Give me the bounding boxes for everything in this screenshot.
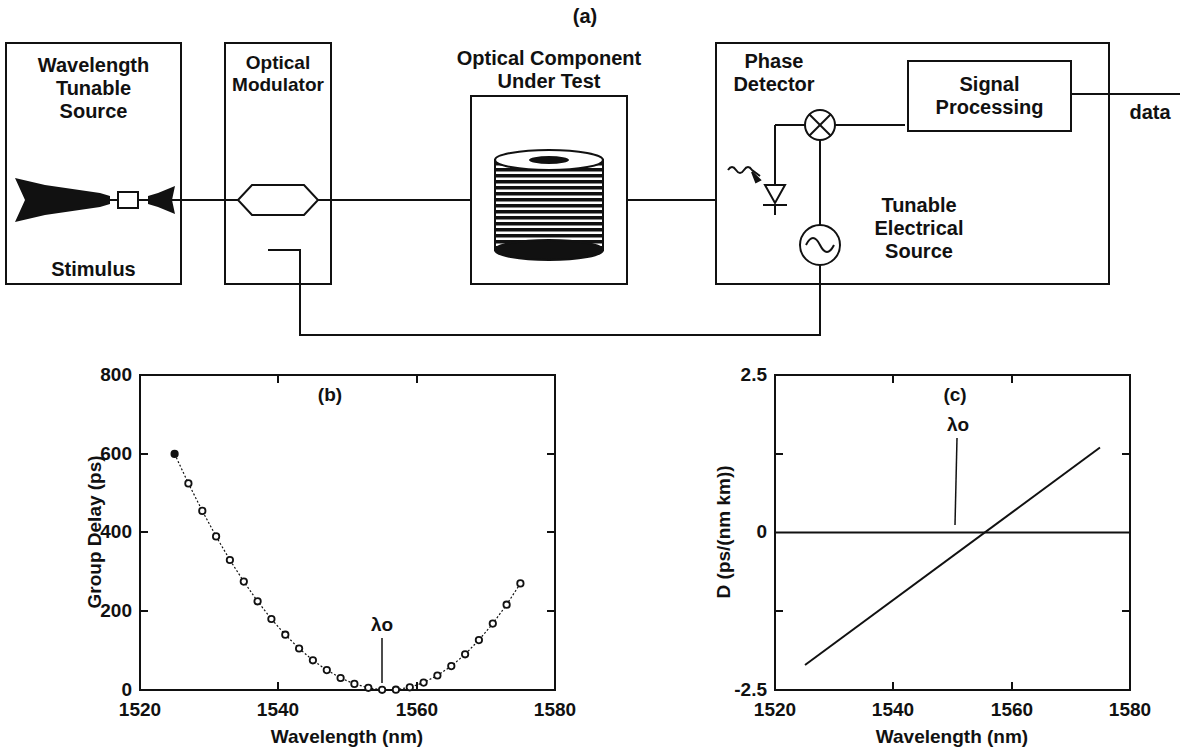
instrument-box: Optical Component Under Test [470,95,628,285]
chart-label: 1580 [1109,699,1151,721]
chart-label: D (ps/(nm km)) [712,466,734,599]
chart-c-axes [775,375,1130,690]
chart-label: 1520 [119,699,161,721]
box-subtitle: Tunable Electrical Source [855,194,983,263]
process-box: Signal Processing [907,60,1072,132]
detector-circuit [728,94,1180,285]
chart-label: Group Delay (ps) [84,455,106,608]
box-title: Optical Component Under Test [450,47,648,93]
box-title: Phase Detector [725,50,823,96]
chart-label: -2.5 [734,679,767,701]
instrument-box: Phase DetectorTunable Electrical Source S… [715,42,1110,285]
box-subtitle: Stimulus [7,258,180,281]
chart-b-axes [140,375,555,690]
instrument-box: Wavelength Tunable SourceStimulus [5,42,182,285]
chart-label: (b) [318,384,342,406]
chart-label: 0 [756,521,767,543]
box-title: Wavelength Tunable Source [27,54,160,123]
fiber-connector [628,199,715,201]
chart-label: 800 [100,364,132,386]
chart-label: 0 [121,679,132,701]
chart-label: (a) [573,5,597,28]
chart-label: data [1129,101,1170,124]
chart-label: 1580 [534,699,576,721]
modulator-symbol [224,185,332,287]
chart-label: 1540 [257,699,299,721]
fiber-connector [332,199,470,201]
laser-symbol [15,178,184,222]
box-title: Signal Processing [909,73,1070,119]
chart-label: (c) [943,384,966,406]
chart-label: λo [371,614,393,636]
chart-label: 1520 [754,699,796,721]
fiber-spool [495,150,603,260]
fiber-connector [182,199,224,201]
chart-label: λo [947,414,969,436]
instrument-box: Optical Modulator [224,42,332,285]
chart-b-data [171,451,523,693]
chart-label: Wavelength (nm) [876,726,1028,748]
chart-label: 1560 [396,699,438,721]
fiber-connector [300,285,820,335]
box-title: Optical Modulator [226,52,330,96]
chart-label: 1540 [872,699,914,721]
chart-label: Wavelength (nm) [271,726,423,748]
chart-label: 2.5 [741,364,767,386]
chart-label: 1560 [991,699,1033,721]
